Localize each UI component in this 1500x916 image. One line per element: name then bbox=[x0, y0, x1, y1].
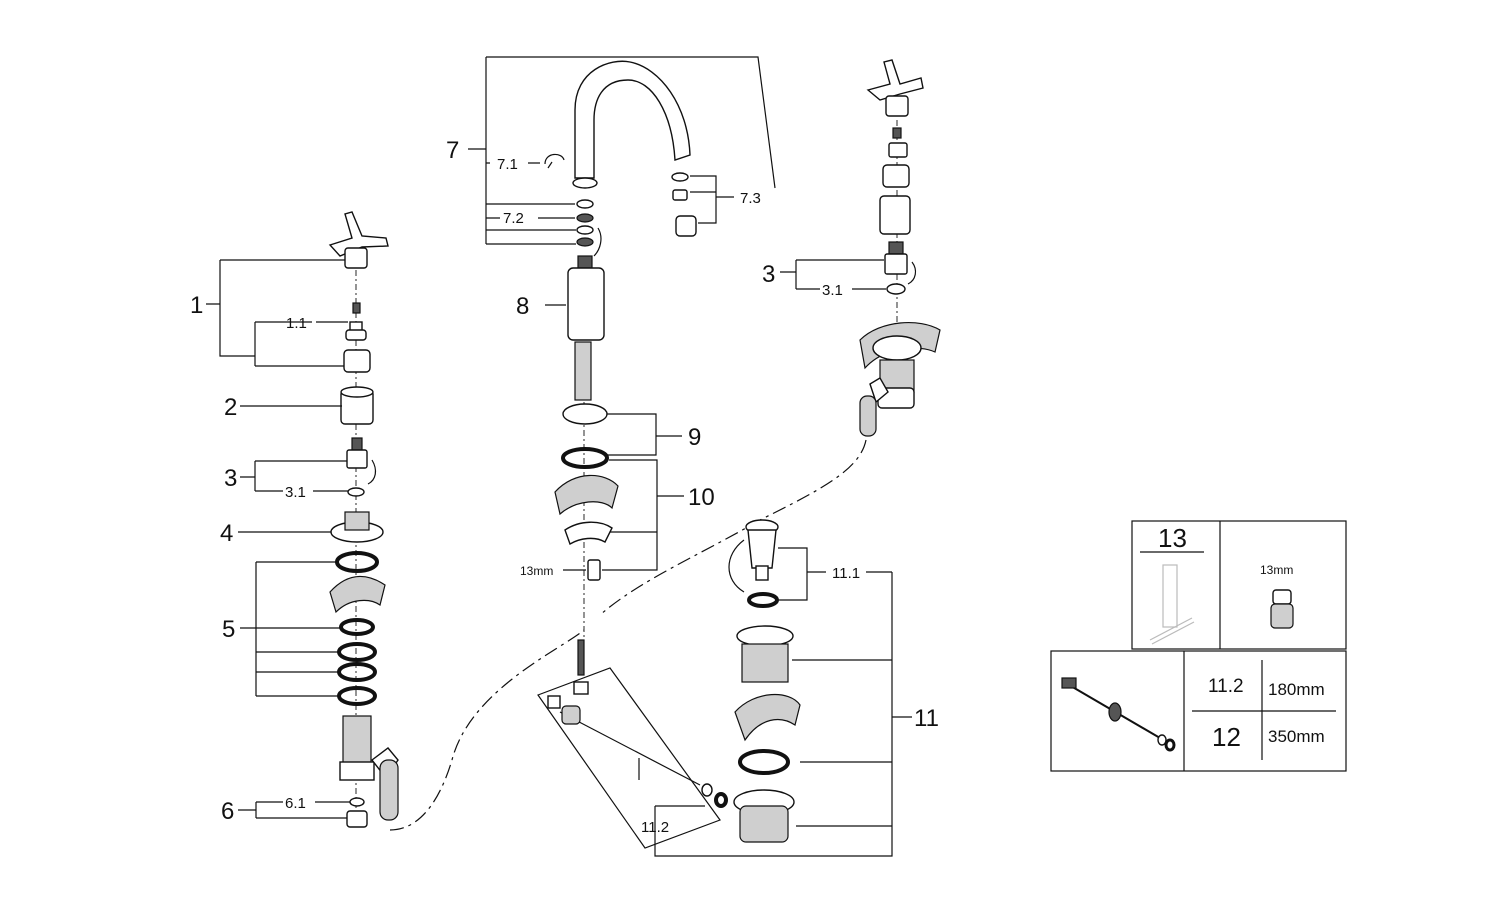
right-valve-leaders bbox=[780, 259, 886, 290]
callout-8: 8 bbox=[516, 293, 529, 320]
callout-7-2: 7.2 bbox=[503, 210, 524, 227]
callout-3-right: 3 bbox=[762, 261, 775, 288]
rod-row-1-length: 180mm bbox=[1268, 680, 1325, 699]
left-leaders bbox=[206, 259, 350, 819]
callout-7: 7 bbox=[446, 137, 459, 164]
callout-10-size: 13mm bbox=[520, 564, 553, 578]
rod-row-1-part: 11.2 bbox=[1208, 676, 1244, 697]
hose-left-route bbox=[389, 629, 585, 831]
left-valve-assembly bbox=[328, 211, 399, 828]
inset-tool-number: 13 bbox=[1158, 523, 1187, 553]
spout-leaders bbox=[468, 56, 776, 571]
inset-rods: 11.2 180mm 12 350mm bbox=[1050, 650, 1347, 772]
inset-tool-size: 13mm bbox=[1260, 563, 1293, 577]
callout-4: 4 bbox=[220, 520, 233, 547]
drain-assembly bbox=[537, 519, 801, 849]
callout-labels: 1 1.1 2 3 3.1 4 5 6 6.1 7 7.1 7.2 7.3 8 … bbox=[190, 137, 939, 836]
callout-7-1: 7.1 bbox=[497, 156, 518, 173]
right-valve-assembly bbox=[859, 59, 941, 437]
nut-adapter-icon bbox=[1270, 589, 1294, 629]
callout-5: 5 bbox=[222, 616, 235, 643]
callout-11-2: 11.2 bbox=[641, 819, 669, 836]
callout-6: 6 bbox=[221, 798, 234, 825]
callout-7-3: 7.3 bbox=[740, 190, 761, 207]
callout-3-1-right: 3.1 bbox=[822, 282, 843, 299]
drain-leaders bbox=[654, 547, 912, 857]
callout-9: 9 bbox=[688, 424, 701, 451]
rod-row-2-part: 12 bbox=[1212, 722, 1241, 752]
callout-6-1: 6.1 bbox=[285, 795, 306, 812]
inset-tool-13: 13 13mm bbox=[1131, 520, 1347, 650]
callout-3-1-left: 3.1 bbox=[285, 484, 306, 501]
callout-11-1: 11.1 bbox=[832, 565, 860, 582]
callout-1: 1 bbox=[190, 292, 203, 319]
hose-right-route bbox=[599, 439, 867, 616]
callout-3-left: 3 bbox=[224, 465, 237, 492]
lift-rod-icon bbox=[1061, 677, 1176, 752]
callout-10: 10 bbox=[688, 484, 715, 511]
rod-row-2-length: 350mm bbox=[1268, 727, 1325, 746]
spout-assembly bbox=[544, 60, 697, 581]
callout-11: 11 bbox=[914, 705, 939, 732]
callout-2: 2 bbox=[224, 394, 237, 421]
socket-wrench-icon bbox=[1149, 564, 1195, 645]
callout-1-1: 1.1 bbox=[286, 315, 307, 332]
